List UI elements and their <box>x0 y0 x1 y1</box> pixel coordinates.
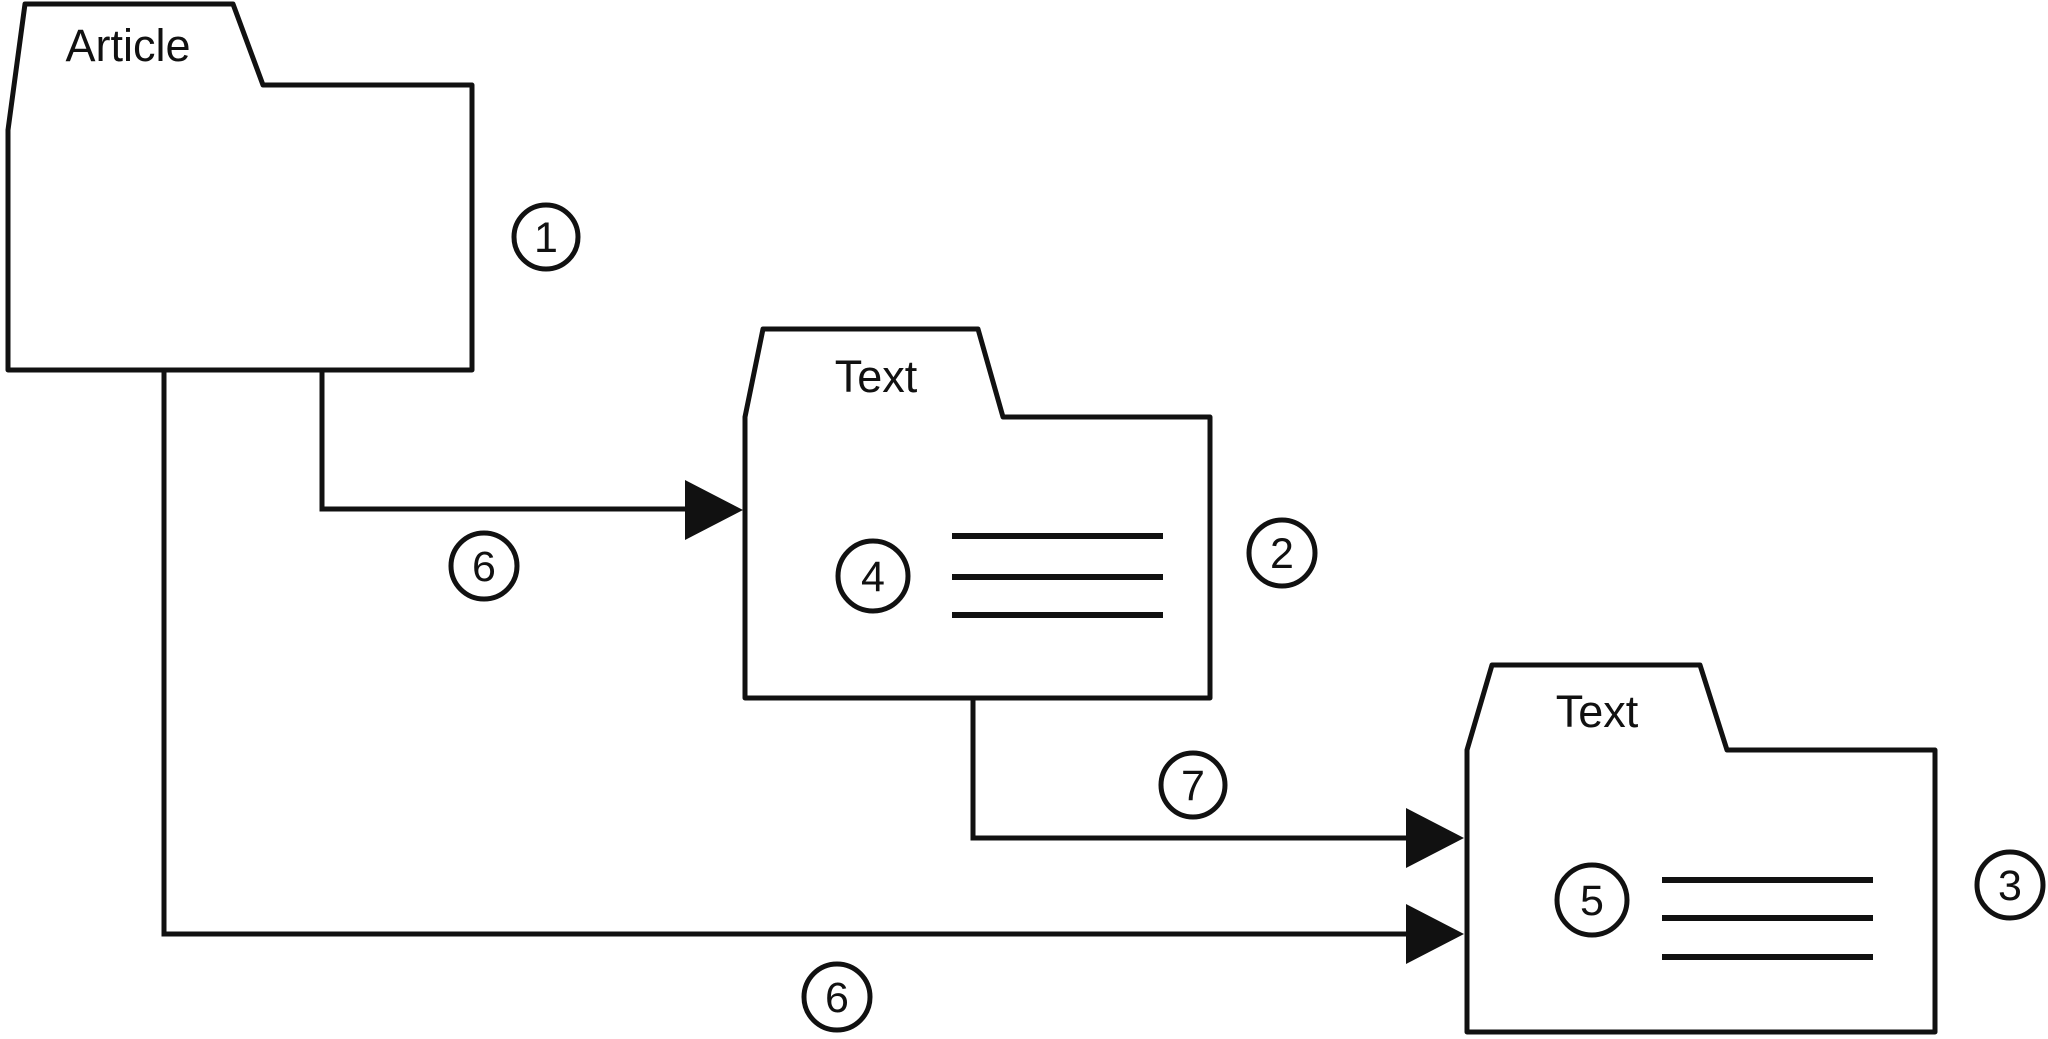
badge-6-top-circle <box>448 530 520 602</box>
badge-6-bottom-circle <box>801 961 873 1033</box>
badge-2 <box>1246 517 1318 589</box>
badge-7-number: 7 <box>1181 762 1205 810</box>
badge-1-circle <box>511 202 581 272</box>
badge-5-circle <box>1554 862 1630 938</box>
arrow-article-to-text2 <box>161 370 1412 937</box>
arrowhead-text1-to-text2 <box>1406 808 1464 868</box>
badge-2-circle <box>1246 517 1318 589</box>
arrow-text1-to-text2 <box>970 699 1412 841</box>
folder-article-outline <box>5 1 475 373</box>
folder-text-1 <box>742 326 1213 701</box>
folder-text-2 <box>1464 662 1938 1035</box>
badge-5-number: 5 <box>1580 877 1604 925</box>
arrow-text1-to-text2-line <box>970 699 1412 841</box>
badge-3-circle <box>1974 849 2046 921</box>
badge-7 <box>1158 750 1228 820</box>
folder-article-label: Article <box>65 20 190 71</box>
diagram-stroke-group: Article Text Text 1 2 3 4 5 6 7 6 <box>5 1 2046 1035</box>
folder-text-2-label: Text <box>1556 686 1639 737</box>
badge-4-number: 4 <box>861 553 885 601</box>
arrow-article-to-text2-line <box>161 370 1412 937</box>
badge-2-number: 2 <box>1270 530 1294 578</box>
folder-text-1-label: Text <box>835 351 918 402</box>
badge-5 <box>1554 862 1630 938</box>
badge-6-top <box>448 530 520 602</box>
badge-6-bottom <box>801 961 873 1033</box>
diagram-text-group: Article Text Text 1 2 3 4 5 6 7 6 <box>65 20 2021 1022</box>
folder-text-2-outline <box>1464 662 1938 1035</box>
folder-article <box>5 1 475 373</box>
arrow-article-to-text1 <box>319 370 690 512</box>
arrowheads <box>685 480 1464 964</box>
badge-4-circle <box>835 538 911 614</box>
badge-1 <box>511 202 581 272</box>
badge-6-top-number: 6 <box>472 543 496 591</box>
badge-3 <box>1974 849 2046 921</box>
badge-1-number: 1 <box>534 214 558 262</box>
badge-4 <box>835 538 911 614</box>
arrow-article-to-text1-line <box>319 370 690 512</box>
arrowhead-article-to-text2 <box>1406 904 1464 964</box>
folder-text-1-outline <box>742 326 1213 701</box>
arrowhead-article-to-text1 <box>685 480 743 540</box>
badge-3-number: 3 <box>1998 862 2022 910</box>
badge-7-circle <box>1158 750 1228 820</box>
badge-6-bottom-number: 6 <box>825 974 849 1022</box>
